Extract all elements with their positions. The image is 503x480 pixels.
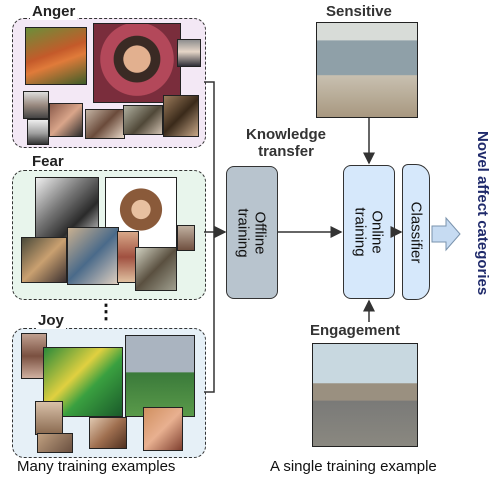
anger-photo-people (123, 105, 163, 135)
engagement-photo (312, 343, 418, 447)
joy-group (12, 328, 206, 458)
joy-label: Joy (36, 312, 66, 329)
offline-training-box: Offline training (226, 166, 278, 299)
joy-photo-family (89, 417, 127, 449)
joy-photo-crowd (37, 433, 73, 453)
anger-photo-child (93, 23, 181, 103)
fear-group (12, 170, 206, 300)
more-categories-ellipsis: ⋮ (96, 301, 116, 323)
fear-photo-couch (21, 237, 67, 283)
joy-photo-man (35, 401, 63, 435)
anger-photo-man-shouting (23, 91, 49, 119)
sensitive-label: Sensitive (326, 3, 392, 20)
anger-group (12, 18, 206, 148)
fear-photo-books (177, 225, 195, 251)
fear-photo-man-phone (67, 227, 119, 285)
sensitive-photo (316, 22, 418, 118)
anger-photo-man-portrait (177, 39, 201, 67)
output-block-arrow (431, 216, 461, 252)
engagement-label: Engagement (310, 322, 401, 339)
anger-photo-crowd (49, 103, 83, 137)
classifier-box: Classifier (402, 164, 430, 300)
joy-photo-soccer-player (125, 335, 195, 417)
joy-photo-kids (143, 407, 183, 451)
single-example-caption: A single training example (270, 458, 437, 475)
anger-photo-man-small (27, 119, 49, 145)
anger-connector (204, 81, 215, 232)
anger-photo-football (25, 27, 87, 85)
fear-photo-people (135, 247, 177, 291)
knowledge-transfer-label: Knowledge transfer (246, 126, 327, 160)
joy-connector (204, 232, 215, 393)
anger-photo-group (163, 95, 199, 137)
joy-photo-child (21, 333, 47, 379)
fear-label: Fear (30, 153, 66, 170)
many-examples-caption: Many training examples (17, 458, 176, 475)
anger-photo-couple (85, 109, 125, 139)
anger-label: Anger (30, 3, 78, 20)
